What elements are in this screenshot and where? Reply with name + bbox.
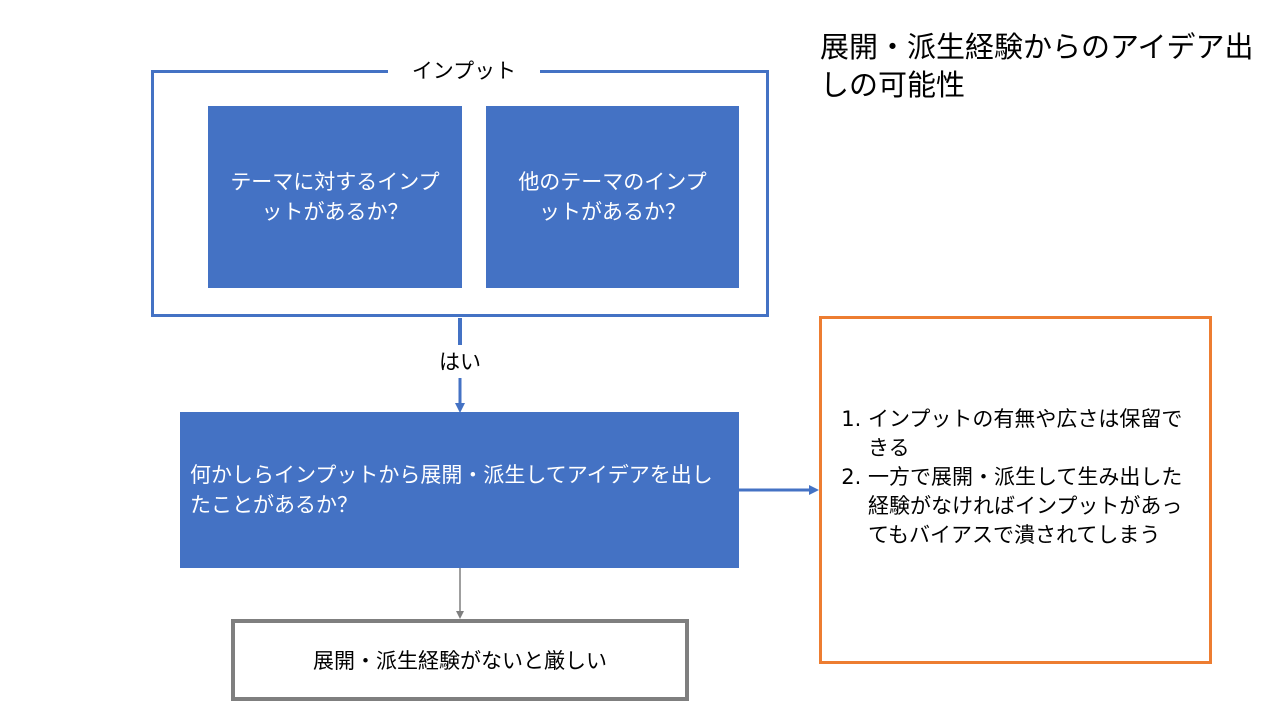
other-theme-input-text: 他のテーマのインプットがあるか？	[518, 170, 707, 224]
note-box: インプットの有無や広さは保留できる 一方で展開・派生して生み出した経験がなければ…	[819, 316, 1212, 664]
decision-text: 何かしらインプットから展開・派生してアイデアを出したことがあるか？	[190, 463, 713, 517]
other-theme-input-box: 他のテーマのインプットがあるか？	[486, 106, 739, 288]
diagram-title: 展開・派生経験からのアイデア出しの可能性	[820, 30, 1254, 102]
outcome-box: 展開・派生経験がないと厳しい	[231, 619, 689, 701]
outcome-text: 展開・派生経験がないと厳しい	[313, 649, 607, 673]
decision-box: 何かしらインプットから展開・派生してアイデアを出したことがあるか？	[180, 412, 739, 568]
note-item: インプットの有無や広さは保留できる	[868, 405, 1185, 463]
theme-input-text: テーマに対するインプットがあるか？	[230, 170, 440, 224]
note-item: 一方で展開・派生して生み出した経験がなければインプットがあってもバイアスで潰され…	[868, 463, 1185, 550]
input-group-label: インプット	[388, 56, 540, 86]
theme-input-box: テーマに対するインプットがあるか？	[208, 106, 462, 288]
yes-edge-label: はい	[439, 350, 481, 374]
note-list: インプットの有無や広さは保留できる 一方で展開・派生して生み出した経験がなければ…	[832, 405, 1185, 550]
